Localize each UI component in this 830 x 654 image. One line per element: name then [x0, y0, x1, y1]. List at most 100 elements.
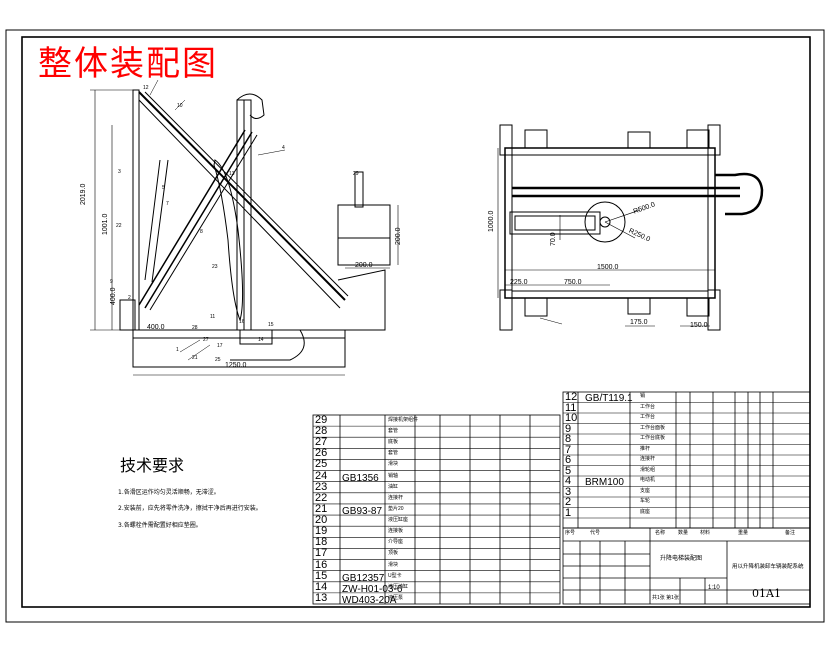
tech-note-2: 2.安装前，应先将零件洗净，擦拭干净后再进行安装。 — [118, 505, 262, 512]
bom-left-no: 21 — [315, 502, 328, 515]
bom-left-name: 连接板 — [388, 528, 404, 535]
bom-right-no: 5 — [565, 464, 572, 477]
dim-plan-left: 225.0 — [510, 279, 528, 286]
bom-header-remark: 备注 — [785, 530, 796, 536]
bom-right-code: GB/T119.1 — [585, 393, 633, 404]
dim-front-box: 200.0 — [395, 227, 402, 245]
bom-left-no: 15 — [315, 569, 328, 582]
bom-left-name: 底板 — [388, 439, 399, 446]
bom-right-name: 底座 — [640, 508, 651, 515]
part-label: 21 — [192, 355, 198, 361]
bom-right-no: 1 — [565, 506, 572, 519]
bom-left-name: 滑块 — [388, 561, 399, 568]
bom-right-name: 车轮 — [640, 498, 651, 504]
part-label: 29 — [353, 171, 359, 177]
bom-left-no: 28 — [315, 425, 328, 438]
bom-left-name: 油缸 — [388, 483, 399, 490]
dim-plan-length: 1500.0 — [597, 264, 619, 271]
part-label: 27 — [203, 337, 209, 343]
dim-plan-mid: 750.0 — [564, 279, 582, 286]
bom-right-no: 7 — [565, 443, 572, 456]
bom-left-name: 套管 — [388, 450, 399, 457]
part-label: 14 — [258, 337, 264, 343]
bom-left-code: GB12357 — [342, 572, 385, 584]
part-label: 5 — [162, 185, 165, 191]
bom-left-no: 22 — [315, 491, 328, 504]
bom-left-name: 介导座 — [388, 539, 404, 546]
bom-right-no: 4 — [565, 475, 572, 487]
bom-left-name: U型卡 — [388, 572, 402, 579]
dim-front-right: 200.0 — [355, 262, 373, 269]
dim-plan-v: 70.0 — [550, 232, 557, 246]
bom-grid — [312, 391, 811, 605]
bom-header-code: 代号 — [590, 530, 601, 536]
bom-right-name: 滑轮组 — [640, 466, 656, 473]
bom-header-no: 序号 — [565, 530, 576, 536]
bom-left-no: 19 — [315, 525, 328, 538]
bom-left-no: 16 — [315, 558, 328, 571]
bom-right-name: 工作台 — [640, 414, 656, 420]
bom-left-no: 26 — [315, 447, 328, 460]
bom-left-name: 滑块 — [388, 461, 399, 468]
bom-left-no: 27 — [315, 436, 328, 449]
bom-left-no: 23 — [315, 480, 328, 493]
bom-left-name: 套管 — [388, 428, 399, 435]
drawing-scale: 1:10 — [708, 585, 720, 591]
dim-plan-bottom2: 150.0 — [690, 322, 708, 329]
bom-right-name: 连接杆 — [640, 456, 656, 462]
bom-left-no: 14 — [315, 580, 328, 593]
bom-right-no: 9 — [565, 422, 572, 435]
bom-right-no: 12 — [565, 391, 578, 403]
bom-left-code: GB1356 — [342, 472, 379, 484]
bom-left-code: GB93-87 — [342, 505, 383, 517]
bom-right-name: 工作台 — [640, 403, 656, 410]
bom-left-name: 连接杆 — [388, 494, 404, 501]
tech-note-1: 1.各滑区运作均匀灵活顺畅，无滞涩。 — [118, 489, 220, 496]
bom-left-code: ZW-H01-03-6 — [342, 583, 403, 595]
bom-left-name: 液压缸座 — [388, 517, 409, 524]
outer-frame — [5, 29, 825, 623]
part-label: 2 — [128, 295, 131, 301]
drawing-name: 升降电梯装配图 — [660, 556, 703, 562]
part-label: 10 — [177, 103, 183, 109]
bom-right-no: 10 — [565, 412, 578, 424]
dim-front-height: 2019.0 — [80, 183, 87, 205]
dim-front-width: 1250.0 — [225, 362, 247, 369]
bom-right-no: 8 — [565, 433, 572, 445]
bom-right-no: 2 — [565, 496, 572, 508]
part-label: 17 — [217, 343, 223, 349]
bom-right-no: 11 — [565, 401, 577, 414]
part-label: 16 — [239, 319, 245, 325]
bom-header-material: 材料 — [700, 530, 711, 536]
part-label: 28 — [192, 325, 198, 331]
bom-right-code: BRM100 — [585, 477, 624, 488]
part-label: 13 — [229, 171, 235, 177]
bom-right-no: 6 — [565, 454, 572, 466]
bom-left-name: 顶板 — [388, 550, 399, 557]
bom-left-code: WD403-20A — [342, 594, 397, 606]
bom-left-no: 29 — [315, 414, 328, 426]
dim-front-base2: 400.0 — [110, 287, 117, 305]
bom-header-qty: 数量 — [678, 530, 689, 536]
bom-left-no: 20 — [315, 514, 328, 527]
part-label: 8 — [200, 229, 203, 235]
bom-left-no: 18 — [315, 536, 328, 549]
bom-left-no: 17 — [315, 547, 328, 560]
dim-plan-bottom1: 175.0 — [630, 319, 648, 326]
tech-requirements-heading: 技术要求 — [120, 456, 185, 475]
bom-right-name: 工作台面板 — [640, 424, 666, 431]
dim-front-height2: 1001.0 — [102, 213, 109, 235]
bom-left-name: 液压油缸 — [388, 583, 409, 590]
part-label: 12 — [143, 85, 149, 91]
tech-note-3: 3.各螺栓件需配置好相应垫圈。 — [118, 522, 202, 529]
bom-left-name: 焊接机架组件 — [388, 417, 419, 423]
part-label: 22 — [116, 223, 122, 229]
part-label: 7 — [166, 201, 169, 207]
part-label: 25 — [215, 357, 221, 363]
part-label: 23 — [212, 264, 218, 270]
part-label: 9 — [110, 279, 113, 285]
bom-right-name: 电动机 — [640, 477, 656, 483]
bom-right-name: 支座 — [640, 487, 651, 494]
bom-left-no: 25 — [315, 458, 328, 471]
dim-plan-height: 1000.0 — [488, 210, 495, 232]
